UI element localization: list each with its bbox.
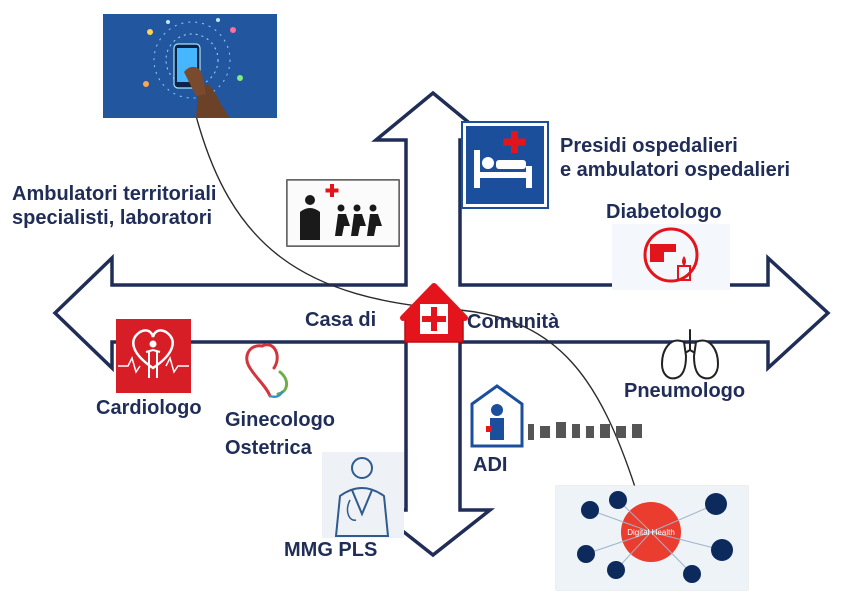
node-label-diabetologo: Diabetologo: [606, 201, 722, 223]
pregnancy-icon: [245, 343, 288, 399]
node-label-mmg-pls: MMG PLS: [284, 539, 378, 561]
node-label-adi: ADI: [473, 454, 508, 476]
heart-person-icon: [116, 319, 191, 393]
node-label-cardiologo: Cardiologo: [96, 397, 202, 419]
smartphone-network-icon: [103, 14, 277, 118]
lungs-icon: [660, 329, 720, 380]
node-label-ambulatori-territoriali: Ambulatori territoriali specialisti, lab…: [12, 183, 217, 229]
hub-label-right: Comunità: [467, 311, 560, 333]
digital-health-label: Digital Health: [627, 528, 675, 537]
hub-label-left: Casa di: [305, 309, 377, 331]
home-care-icon: [470, 384, 642, 448]
node-label-pneumologo: Pneumologo: [624, 380, 746, 402]
glucose-test-icon: [612, 224, 730, 290]
house-cross-icon: [400, 283, 468, 343]
doctor-icon: [322, 452, 404, 538]
node-label-ginecologo: Ginecologo Ostetrica: [225, 409, 335, 459]
hospital-bed-icon: [461, 121, 549, 209]
waiting-room-icon: [286, 179, 400, 247]
node-label-presidi-ospedalieri: Presidi ospedalieri e ambulatori ospedal…: [560, 135, 791, 181]
digital-health-network-icon: Digital Health: [555, 485, 749, 591]
